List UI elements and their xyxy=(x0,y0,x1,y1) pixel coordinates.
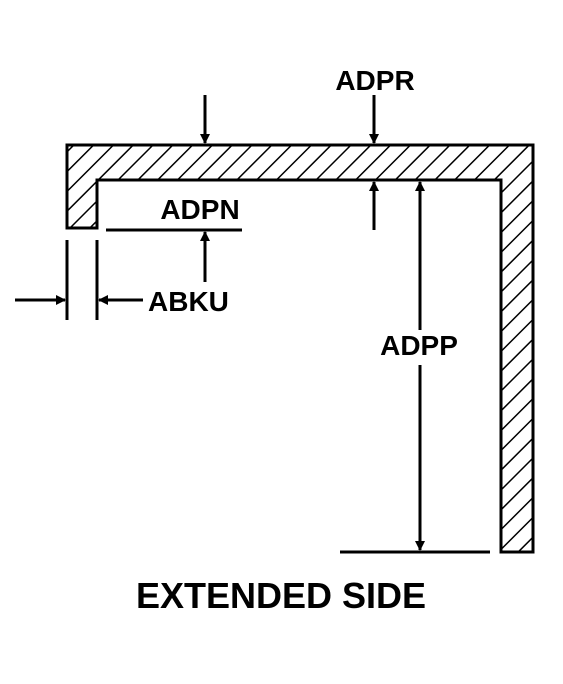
adpn-label: ADPN xyxy=(160,194,239,225)
adpp-label: ADPP xyxy=(380,330,458,361)
adpr-label: ADPR xyxy=(335,65,414,96)
abku-label: ABKU xyxy=(148,286,229,317)
hatched-section-profile xyxy=(65,143,535,554)
diagram-title: EXTENDED SIDE xyxy=(136,575,426,616)
